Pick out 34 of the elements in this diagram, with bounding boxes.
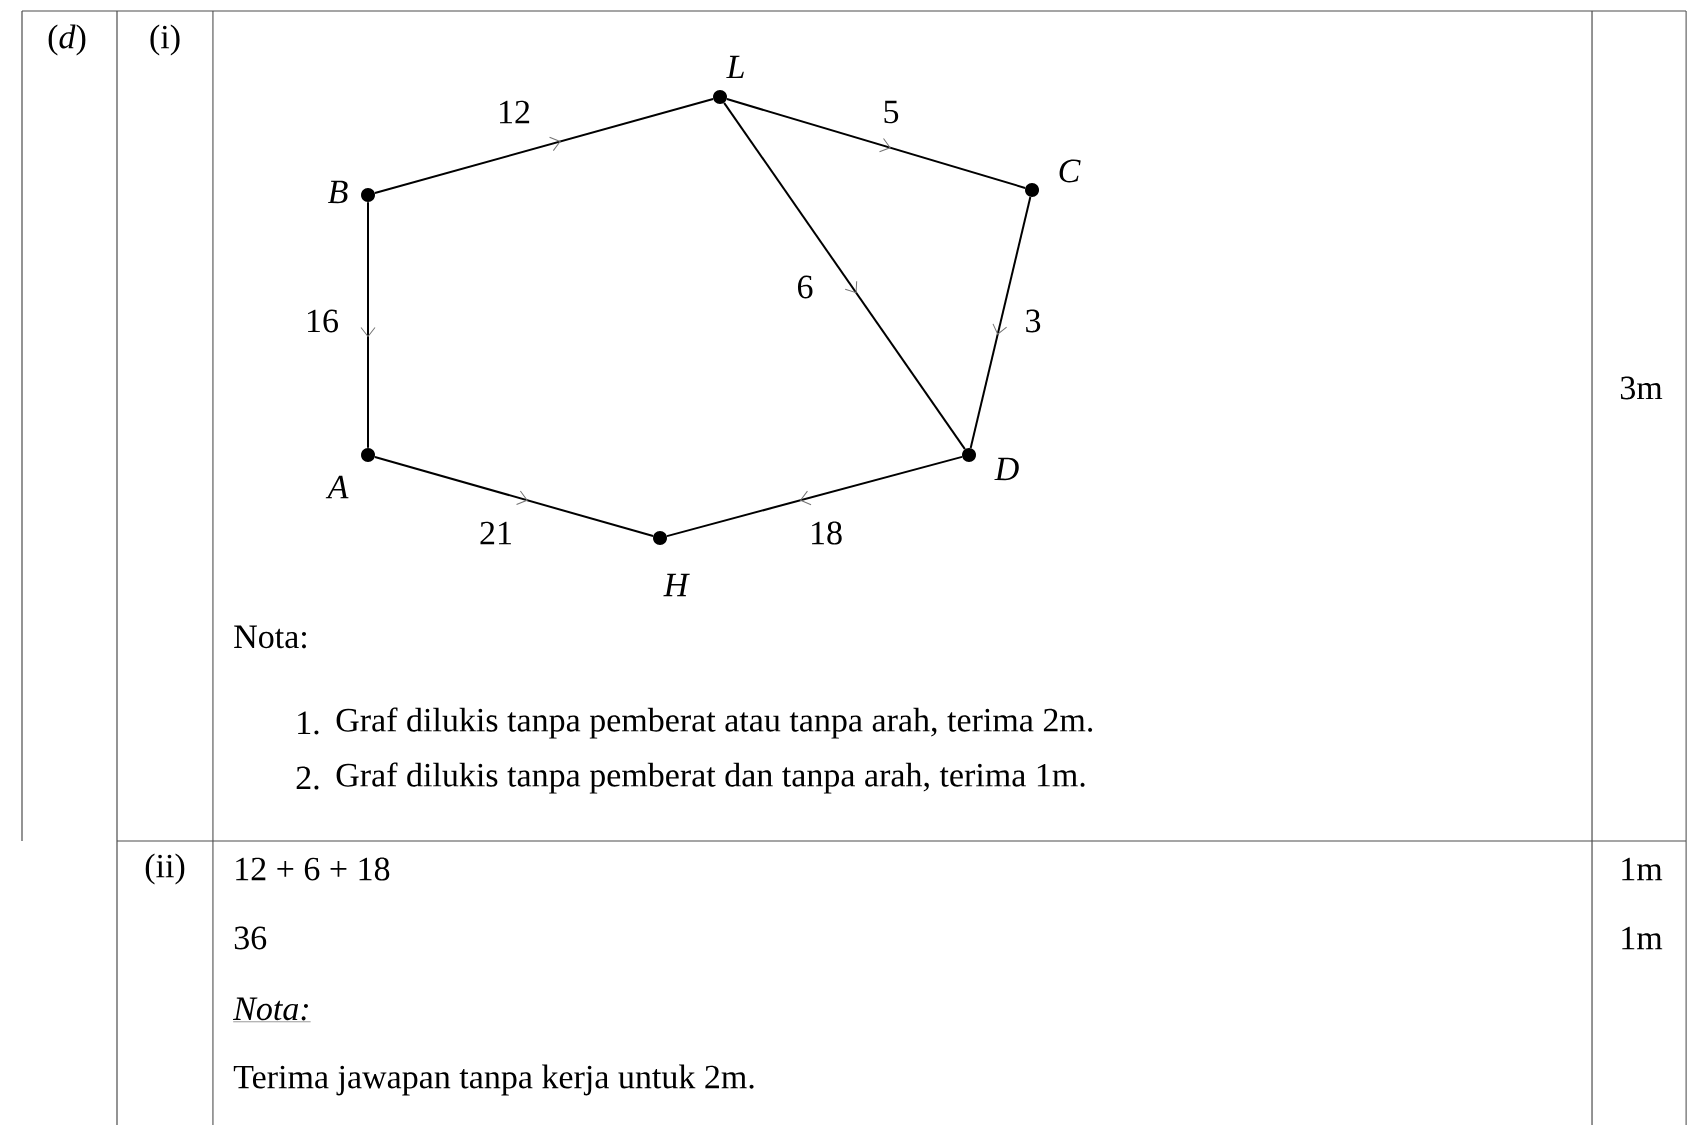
- vertex-label: D: [994, 457, 1019, 481]
- text: (d): [48, 24, 86, 56]
- text: (i): [150, 24, 180, 56]
- vertex-dot: [1025, 183, 1039, 197]
- vertex-label: L: [726, 55, 744, 79]
- vertex-dot: [962, 448, 976, 462]
- text: Nota:: [232, 997, 311, 1022]
- text: 1m: [1622, 857, 1663, 881]
- edge-label: 3: [1026, 309, 1041, 333]
- text: 36: [234, 926, 267, 950]
- vertex-dot: [653, 531, 667, 545]
- edge-label: 6: [797, 275, 813, 299]
- edge-label: 16: [308, 309, 338, 333]
- text: (ii): [145, 853, 185, 885]
- vertex-label: C: [1059, 159, 1081, 183]
- vertex-label: A: [325, 475, 349, 499]
- text: 1m: [1622, 926, 1663, 950]
- vertex-dot: [361, 188, 375, 202]
- vertex-label: B: [327, 180, 348, 204]
- text: 2.: [296, 766, 319, 790]
- text: Terima jawapan tanpa kerja untuk 2m.: [233, 1064, 754, 1096]
- edge-label: 5: [884, 100, 899, 124]
- text: 12 + 6 + 18: [236, 857, 390, 881]
- vertex-dot: [713, 90, 727, 104]
- text: Graf dilukis tanpa pemberat atau tanpa arah, terima 2m.: [336, 707, 1093, 739]
- vertex-label: H: [663, 573, 690, 597]
- text: 1.: [298, 711, 319, 735]
- vertex-dot: [361, 448, 375, 462]
- edge-label: 18: [812, 521, 842, 545]
- text: 3m: [1620, 376, 1663, 400]
- edge-label: 12: [500, 100, 530, 124]
- edge-label: 21: [480, 521, 511, 545]
- text: Nota:: [234, 625, 306, 649]
- text: Graf dilukis tanpa pemberat dan tanpa arah, terima 1m.: [336, 762, 1085, 794]
